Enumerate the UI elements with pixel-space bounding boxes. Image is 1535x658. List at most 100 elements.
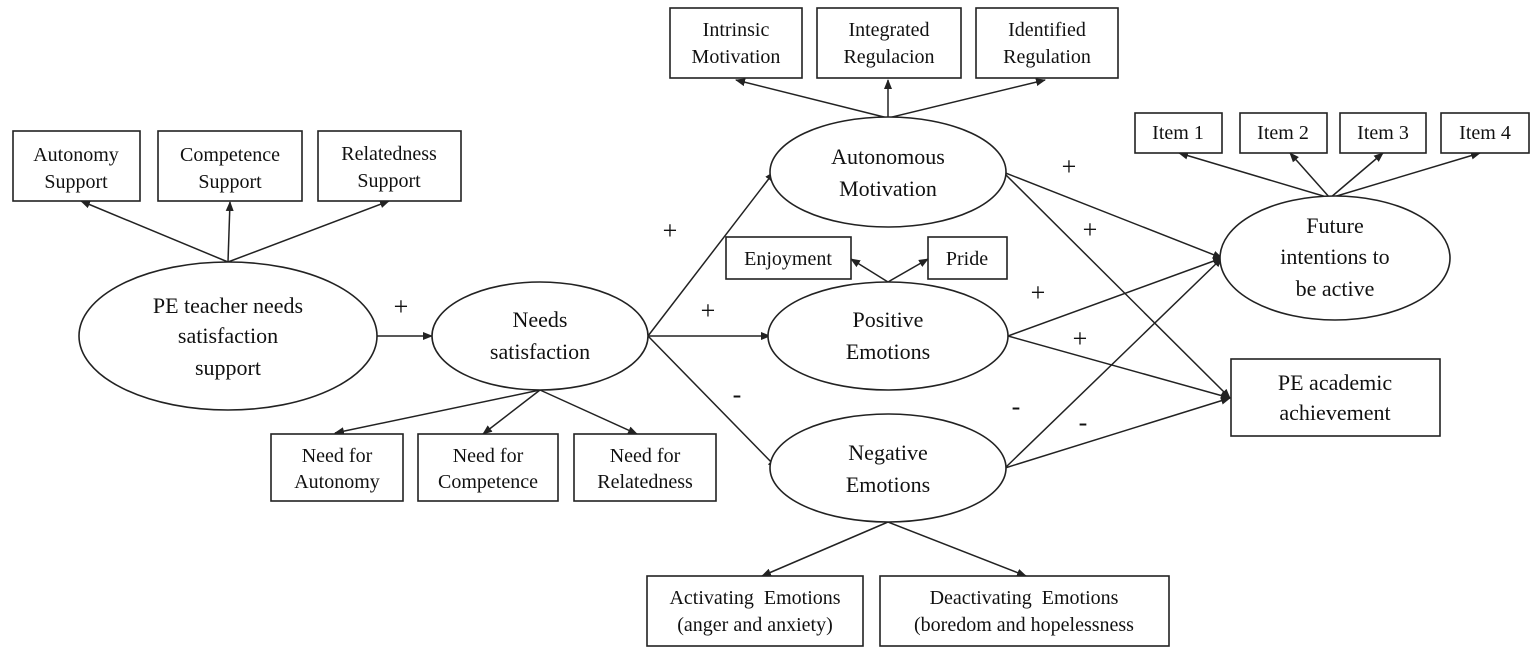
- path-signs: + + + - + + + + - -: [394, 152, 1098, 437]
- indicator-need-competence-line-2: Competence: [438, 471, 538, 493]
- sign-support-to-needs: +: [394, 292, 409, 321]
- indicator-intrinsic-motivation: Intrinsic Motivation: [669, 7, 803, 79]
- construct-intentions-line-1: Future: [1306, 213, 1363, 238]
- sign-autonomous-to-achievement: +: [1083, 215, 1098, 244]
- edge-positive-to-pride: [887, 258, 929, 283]
- edge-intentions-to-item-1: [1178, 151, 1331, 199]
- indicator-activating-emotions: Activating Emotions (anger and anxiety): [646, 575, 864, 647]
- indicator-item-3: Item 3: [1339, 112, 1427, 154]
- indicator-activating-line-2: (anger and anxiety): [677, 614, 832, 636]
- edge-autonomous-to-achievement: [1002, 171, 1231, 399]
- edge-autonomous-to-intrinsic: [735, 78, 889, 119]
- edge-support-to-relatedness-support: [227, 200, 390, 263]
- sign-autonomous-to-intentions: +: [1062, 152, 1077, 181]
- indicator-item-4-label: Item 4: [1459, 122, 1511, 144]
- indicator-need-competence: Need for Competence: [417, 433, 559, 502]
- indicator-need-relatedness-line-2: Relatedness: [597, 471, 693, 493]
- construct-intentions-line-3: be active: [1296, 276, 1375, 301]
- indicator-integrated-line-2: Regulacion: [843, 46, 934, 68]
- construct-autonomous-motivation: Autonomous Motivation: [769, 116, 1007, 228]
- indicator-item-3-label: Item 3: [1357, 122, 1409, 144]
- edge-negative-to-achievement: [1004, 396, 1231, 469]
- indicator-need-autonomy-line-1: Need for: [302, 445, 373, 467]
- construct-pe-teacher-line-1: PE teacher needs: [153, 293, 303, 318]
- construct-positive-line-2: Emotions: [846, 339, 930, 364]
- sign-negative-to-intentions: -: [1012, 392, 1021, 421]
- edge-autonomous-to-identified: [887, 78, 1046, 119]
- sign-positive-to-intentions: +: [1031, 278, 1046, 307]
- outcome-pe-academic-achievement: PE academic achievement: [1230, 358, 1441, 437]
- construct-negative-emotions: Negative Emotions: [769, 413, 1007, 523]
- indicator-need-autonomy: Need for Autonomy: [270, 433, 404, 502]
- construct-positive-emotions: Positive Emotions: [767, 281, 1009, 391]
- outcome-achievement-line-2: achievement: [1279, 400, 1390, 425]
- edge-intentions-to-item-3: [1329, 152, 1384, 199]
- construct-autonomous-line-2: Motivation: [839, 176, 937, 201]
- indicator-deactivating-emotions: Deactivating Emotions (boredom and hopel…: [879, 575, 1170, 647]
- construct-positive-line-1: Positive: [853, 307, 924, 332]
- indicator-competence-support-line-2: Support: [198, 171, 262, 193]
- edge-needs-to-autonomous: [647, 171, 775, 337]
- indicator-need-autonomy-line-2: Autonomy: [294, 471, 380, 493]
- indicator-competence-support-line-1: Competence: [180, 144, 280, 166]
- indicator-item-2: Item 2: [1239, 112, 1328, 154]
- indicator-activating-line-1: Activating Emotions: [669, 587, 840, 609]
- indicator-need-relatedness-line-1: Need for: [610, 445, 681, 467]
- edge-negative-to-intentions: [1004, 257, 1223, 469]
- edge-needs-to-need-competence: [482, 389, 541, 435]
- edge-needs-to-need-relatedness: [539, 389, 638, 435]
- construct-needs-line-2: satisfaction: [490, 339, 590, 364]
- edge-positive-to-intentions: [1007, 257, 1223, 337]
- edge-support-to-autonomy-support: [80, 200, 229, 263]
- indicator-intrinsic-line-2: Motivation: [692, 46, 781, 68]
- indicator-pride: Pride: [927, 236, 1008, 280]
- construct-intentions-line-2: intentions to: [1280, 244, 1389, 269]
- indicator-identified-regulation: Identified Regulation: [975, 7, 1119, 79]
- edge-needs-to-need-autonomy: [334, 389, 541, 436]
- indicator-pride-label: Pride: [946, 248, 988, 270]
- indicator-item-1-label: Item 1: [1152, 122, 1204, 144]
- indicator-need-relatedness: Need for Relatedness: [573, 433, 717, 502]
- indicator-competence-support: Competence Support: [157, 130, 303, 202]
- sign-negative-to-achievement: -: [1079, 408, 1088, 437]
- construct-autonomous-line-1: Autonomous: [831, 144, 945, 169]
- sign-needs-to-autonomous: +: [663, 216, 678, 245]
- indicator-enjoyment-label: Enjoyment: [744, 248, 832, 270]
- indicator-relatedness-support: Relatedness Support: [317, 130, 462, 202]
- indicator-item-4: Item 4: [1440, 112, 1530, 154]
- construct-negative-line-1: Negative: [848, 440, 927, 465]
- edge-intentions-to-item-4: [1329, 151, 1481, 199]
- sign-needs-to-positive: +: [701, 296, 716, 325]
- indicator-relatedness-support-line-2: Support: [357, 170, 421, 192]
- edge-negative-to-deactivating: [887, 521, 1027, 577]
- indicator-deactivating-line-2: (boredom and hopelessness: [914, 614, 1134, 636]
- indicator-identified-line-1: Identified: [1008, 19, 1086, 41]
- construct-negative-line-2: Emotions: [846, 472, 930, 497]
- construct-pe-teacher-line-2: satisfaction: [178, 323, 278, 348]
- indicator-identified-line-2: Regulation: [1003, 46, 1091, 68]
- edges: [80, 78, 1481, 577]
- construct-pe-teacher-line-3: support: [195, 355, 261, 380]
- edge-needs-to-negative: [647, 335, 778, 469]
- indicator-enjoyment: Enjoyment: [725, 236, 852, 280]
- construct-needs-line-1: Needs: [513, 307, 568, 332]
- indicator-relatedness-support-line-1: Relatedness: [341, 143, 437, 165]
- construct-future-intentions: Future intentions to be active: [1219, 195, 1451, 321]
- indicator-integrated-line-1: Integrated: [848, 19, 929, 41]
- construct-pe-teacher-support: PE teacher needs satisfaction support: [78, 261, 378, 411]
- sign-positive-to-achievement: +: [1073, 324, 1088, 353]
- indicator-item-1: Item 1: [1134, 112, 1223, 154]
- indicator-integrated-regulation: Integrated Regulacion: [816, 7, 962, 79]
- indicator-intrinsic-line-1: Intrinsic: [703, 19, 770, 41]
- edge-autonomous-to-intentions: [1002, 171, 1223, 259]
- indicator-autonomy-support-line-1: Autonomy: [33, 144, 119, 166]
- sign-needs-to-negative: -: [733, 380, 742, 409]
- edge-negative-to-activating: [761, 521, 889, 577]
- indicator-item-2-label: Item 2: [1257, 122, 1309, 144]
- edge-positive-to-enjoyment: [850, 258, 889, 283]
- edge-intentions-to-item-2: [1289, 152, 1331, 199]
- edge-positive-to-achievement: [1007, 335, 1231, 400]
- indicator-need-competence-line-1: Need for: [453, 445, 524, 467]
- indicator-autonomy-support: Autonomy Support: [12, 130, 141, 202]
